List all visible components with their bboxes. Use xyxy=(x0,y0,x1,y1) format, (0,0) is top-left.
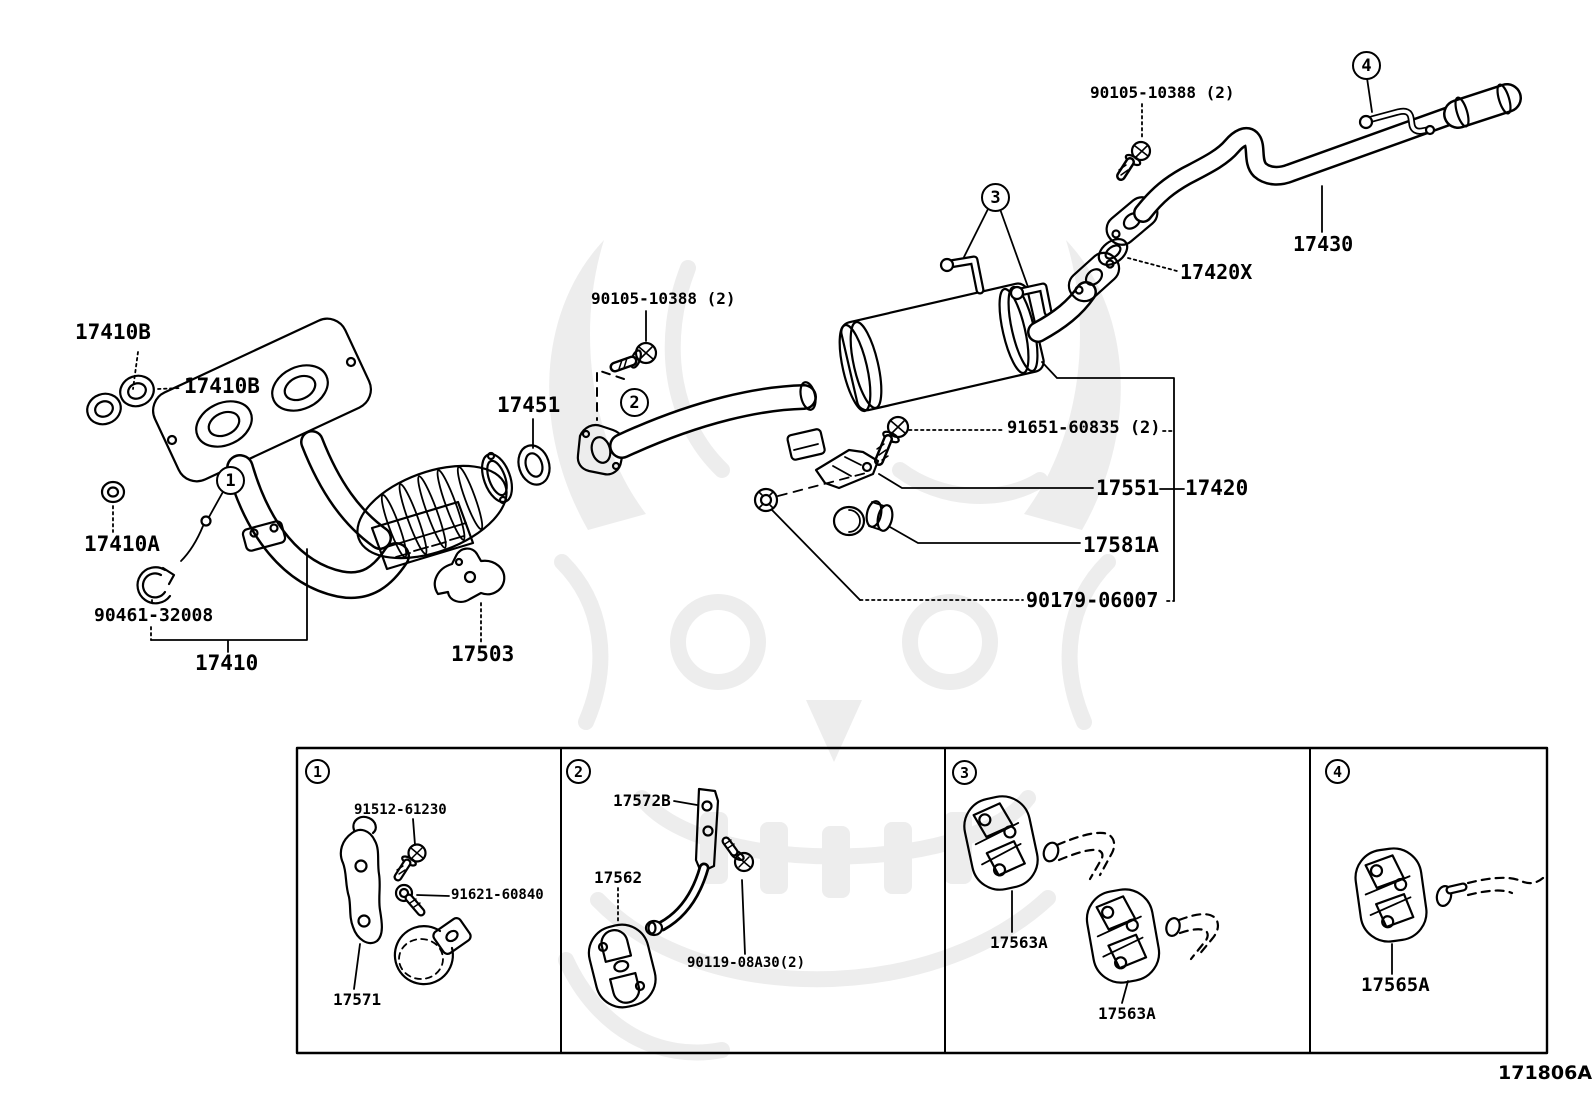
legend-box4-art xyxy=(1350,843,1545,947)
part-label-17420x: 17420X xyxy=(1180,260,1253,284)
gasket-17410b-pair xyxy=(86,374,155,426)
part-label-17410b-upper: 17410B xyxy=(75,320,151,344)
part-label-17410: 17410 xyxy=(195,651,259,675)
part-label-17563a-upper: 17563A xyxy=(990,933,1048,952)
part-label-17581a: 17581A xyxy=(1083,533,1159,557)
part-label-17410a: 17410A xyxy=(84,532,160,556)
center-pipe-and-muffler xyxy=(576,251,1121,476)
part-label-17563a-lower: 17563A xyxy=(1098,1004,1156,1023)
legend-box-grid xyxy=(295,746,1549,1055)
part-label-91651: 91651-60835 (2) xyxy=(1007,418,1161,438)
tailpipe-17430 xyxy=(1105,83,1522,246)
bracket-17551 xyxy=(814,448,880,490)
part-label-17562: 17562 xyxy=(594,868,643,887)
part-label-17410b-lower: 17410B xyxy=(184,374,260,398)
bolt-91651 xyxy=(874,415,910,466)
part-label-91512: 91512-61230 xyxy=(354,802,447,818)
part-label-90105-top-right: 90105-10388 (2) xyxy=(1090,83,1235,102)
part-label-17430: 17430 xyxy=(1293,232,1354,256)
callout-1-marker xyxy=(200,515,212,527)
callout-3: 3 xyxy=(981,183,1010,212)
part-label-90179: 90179-06007 xyxy=(1026,588,1159,612)
part-label-17451: 17451 xyxy=(497,393,561,417)
clamp-90461 xyxy=(136,566,176,605)
leader-lines-dotted xyxy=(112,103,1178,924)
callout-2: 2 xyxy=(620,388,649,417)
insulator-17581a xyxy=(832,500,894,537)
bolt-90105-top-right xyxy=(1116,140,1152,181)
bolt-90105-center xyxy=(609,341,658,373)
part-label-17551: 17551 xyxy=(1096,476,1160,500)
front-pipe-assembly xyxy=(152,317,410,600)
nut-17410a xyxy=(100,480,126,504)
part-label-90105-center: 90105-10388 (2) xyxy=(591,289,736,308)
legend-callout-2: 2 xyxy=(566,759,591,784)
bracket-17503 xyxy=(433,547,506,603)
catalytic-converter xyxy=(356,451,514,571)
callout-4: 4 xyxy=(1352,51,1381,80)
part-label-17565a: 17565A xyxy=(1361,974,1430,996)
part-label-91621: 91621-60840 xyxy=(451,887,544,903)
part-label-17420: 17420 xyxy=(1185,476,1249,500)
assembly-dashes xyxy=(596,370,625,421)
legend-callout-3: 3 xyxy=(952,760,977,785)
nut-90179 xyxy=(753,472,867,513)
legend-box1-art xyxy=(339,815,472,986)
legend-callout-4: 4 xyxy=(1325,759,1350,784)
legend-box2-art xyxy=(587,787,755,1009)
part-label-17571: 17571 xyxy=(333,990,382,1009)
drawing-number: 171806A xyxy=(1498,1062,1592,1084)
part-label-17572b: 17572B xyxy=(613,791,671,810)
part-label-17503: 17503 xyxy=(451,642,515,666)
gasket-17420x xyxy=(1097,238,1129,266)
leader-lines-solid xyxy=(150,77,1393,1004)
part-label-90119: 90119-08A30(2) xyxy=(687,955,806,971)
part-label-90461: 90461-32008 xyxy=(94,605,214,626)
legend-box3-art xyxy=(958,790,1219,989)
gasket-17451 xyxy=(517,444,551,486)
legend-callout-1: 1 xyxy=(305,759,330,784)
callout-1: 1 xyxy=(216,466,245,495)
